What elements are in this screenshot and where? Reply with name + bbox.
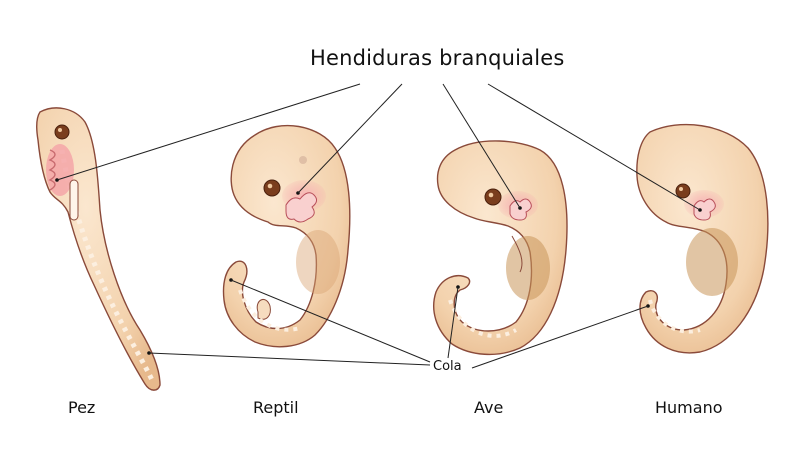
- species-label-fish: Pez: [68, 398, 96, 417]
- leader-lines: [56, 83, 701, 369]
- tail-label: Cola: [433, 359, 462, 374]
- gill-slits-title: Hendiduras branquiales: [310, 46, 565, 70]
- bird-embryo: [433, 140, 568, 356]
- reptile-embryo: [222, 124, 351, 348]
- species-label-reptile: Reptil: [253, 398, 299, 417]
- species-label-bird: Ave: [474, 398, 504, 417]
- species-label-human: Humano: [655, 398, 723, 417]
- fish-embryo: [35, 107, 161, 391]
- human-embryo: [636, 123, 769, 354]
